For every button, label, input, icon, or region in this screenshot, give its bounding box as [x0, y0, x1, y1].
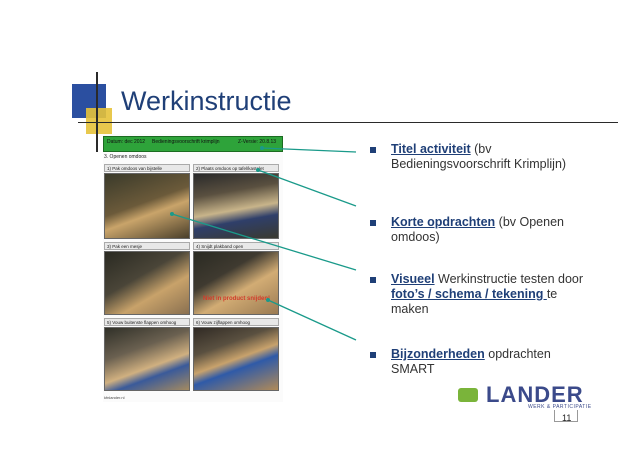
bullet-rest: Werkinstructie testen door — [434, 272, 584, 286]
bullet-keyword: Bijzonderheden — [391, 347, 485, 361]
bullet-marker — [370, 147, 376, 153]
document-title: Bedieningsvoorschrift krimplijn — [152, 139, 220, 145]
connector-line — [267, 299, 357, 341]
connector-dot — [260, 146, 264, 150]
step-photo — [104, 173, 190, 239]
page-number-frame — [554, 410, 578, 422]
bullet-keyword: Visueel — [391, 272, 435, 286]
step-caption: 5) Vouw buitenste flappen omhoog — [104, 318, 190, 326]
connector-dot — [170, 212, 174, 216]
step-photo — [104, 327, 190, 391]
bullet-text: Visueel Werkinstructie testen door foto’… — [391, 272, 596, 317]
step-photo — [193, 251, 279, 315]
connector-line — [257, 169, 357, 207]
lander-logo: LANDER — [486, 382, 584, 407]
connector-dot — [256, 168, 260, 172]
step-caption: 2) Plaats omdoos op tafel/kastelet — [193, 164, 279, 172]
bullet-text: Titel activiteit (bv Bedieningsvoorschri… — [391, 142, 596, 172]
title-vertical-rule — [96, 72, 98, 152]
step-photo — [193, 173, 279, 239]
lander-logo-mark — [458, 388, 478, 402]
document-section-title: 3. Openen omdoos — [104, 154, 147, 160]
bullet-rest-tail: te maken — [391, 287, 558, 316]
page-number: 11 — [562, 413, 572, 423]
bullet-marker — [370, 220, 376, 226]
warning-label: Niet in product snijden! — [203, 296, 270, 302]
bullet-keyword: Korte opdrachten — [391, 215, 496, 229]
document-date: Datum: dec 2012 — [107, 139, 146, 145]
document-header: Datum: dec 2012 Bedieningsvoorschrift kr… — [103, 136, 283, 152]
connector-line — [171, 213, 357, 271]
title-horizontal-rule — [78, 122, 618, 123]
bullet-rest: (bv Openen omdoos) — [391, 215, 564, 244]
document-footer: kfnlander.nl — [104, 395, 125, 400]
step-caption: 6) Vouw zijflappen omhoog — [193, 318, 279, 326]
work-instruction-document: Datum: dec 2012 Bedieningsvoorschrift kr… — [103, 134, 283, 402]
title-decoration-gold — [86, 108, 112, 134]
slide-title: Werkinstructie — [121, 86, 292, 116]
bullet-marker — [370, 277, 376, 283]
step-caption: 1) Pak omdoos van bijstelle — [104, 164, 190, 172]
lander-tagline: WERK & PARTICIPATIE — [528, 404, 592, 410]
bullet-text: Bijzonderheden opdrachten SMART — [391, 347, 596, 377]
document-version: Z-Versie: 20.8.13 — [238, 139, 277, 145]
step-caption: 3) Pak een mesje — [104, 242, 190, 250]
step-photo — [104, 251, 190, 315]
connector-dot — [266, 298, 270, 302]
bullet-keyword-secondary: foto’s / schema / tekening — [391, 287, 547, 301]
bullet-rest: (bv Bedieningsvoorschrift Krimplijn) — [391, 142, 567, 171]
bullet-rest: opdrachten SMART — [391, 347, 551, 376]
bullet-marker — [370, 352, 376, 358]
connector-line — [261, 147, 357, 153]
bullet-keyword: Titel activiteit — [391, 142, 471, 156]
bullet-text: Korte opdrachten (bv Openen omdoos) — [391, 215, 596, 245]
step-photo — [193, 327, 279, 391]
